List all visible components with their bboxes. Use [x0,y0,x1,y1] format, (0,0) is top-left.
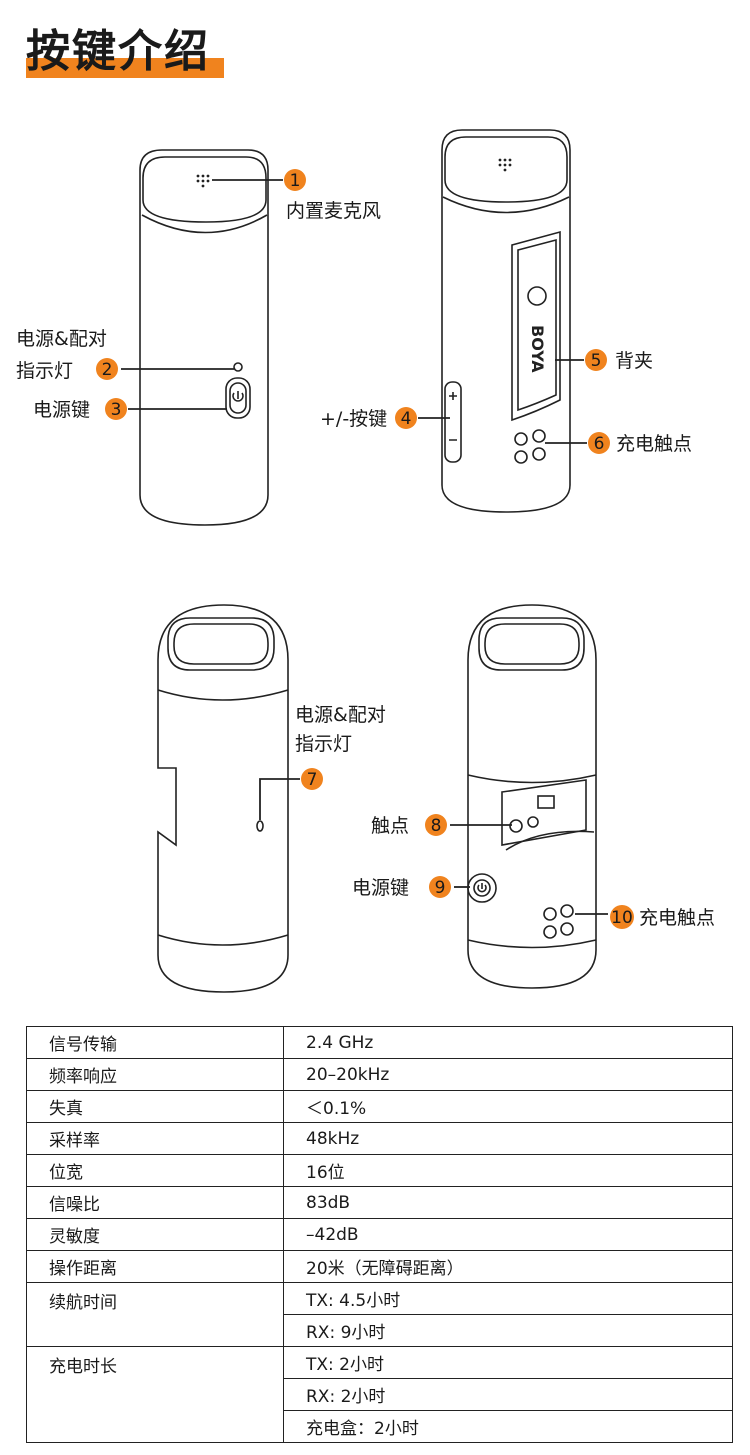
spec-value: 48kHz [283,1122,733,1155]
transmitter-front-drawing [139,149,269,526]
svg-text:触点: 触点 [371,815,409,837]
spec-value: ＜0.1% [283,1090,733,1123]
boya-logo: BOYA [527,286,547,373]
device-illustrations: BOYA [16,129,715,993]
callout-4: +/-按键 4 [320,407,417,430]
mic-holes-icon-1 [196,174,210,188]
spec-key: 充电时长 [26,1346,284,1443]
svg-text:电源键: 电源键 [33,399,90,421]
svg-text:3: 3 [111,400,122,420]
transmitter-back-drawing [441,129,571,513]
table-row: RX: 2小时 [27,1378,733,1411]
svg-text:充电触点: 充电触点 [639,907,715,929]
receiver-back-drawing [467,604,597,989]
callout-8: 触点 8 [371,814,447,837]
spec-key: 续航时间 [26,1282,284,1347]
callout-7: 电源&配对 指示灯 7 [295,704,386,790]
svg-text:指示灯: 指示灯 [16,360,73,382]
spec-key: 信号传输 [26,1026,284,1059]
page-title: 按键介绍 [26,26,210,77]
callout-10: 10 充电触点 [610,905,715,929]
leader-lines [121,179,608,915]
spec-value: TX: 4.5小时 [283,1282,733,1315]
spec-value: 20米（无障碍距离） [283,1250,733,1283]
svg-text:+/-按键: +/-按键 [320,408,387,430]
svg-text:4: 4 [401,409,412,429]
svg-text:充电触点: 充电触点 [616,433,692,455]
spec-key: 灵敏度 [26,1218,284,1251]
spec-value: 83dB [283,1186,733,1219]
callout-5: 5 背夹 [585,349,653,372]
spec-value: –42dB [283,1218,733,1251]
svg-text:电源&配对: 电源&配对 [295,704,386,726]
svg-text:背夹: 背夹 [615,350,653,372]
callout-1: 1 内置麦克风 [284,169,381,222]
spec-value: 2.4 GHz [283,1026,733,1059]
spec-key: 频率响应 [26,1058,284,1091]
svg-text:8: 8 [431,816,442,836]
svg-text:内置麦克风: 内置麦克风 [286,200,381,222]
svg-text:BOYA: BOYA [528,325,547,373]
spec-value: RX: 9小时 [283,1314,733,1347]
svg-text:电源键: 电源键 [352,877,409,899]
title-block: 按键介绍 [26,22,224,82]
spec-value: 充电盒：2小时 [283,1410,733,1443]
callout-3: 电源键 3 [33,398,127,421]
svg-text:5: 5 [591,351,602,371]
svg-text:7: 7 [307,770,318,790]
spec-key: 位宽 [26,1154,284,1187]
mic-holes-icon-2 [498,158,512,172]
svg-text:指示灯: 指示灯 [295,733,352,755]
callout-6: 6 充电触点 [588,432,692,455]
svg-text:9: 9 [435,878,446,898]
spec-key: 信噪比 [26,1186,284,1219]
svg-text:1: 1 [290,171,301,191]
spec-value: 16位 [283,1154,733,1187]
spec-key: 采样率 [26,1122,284,1155]
svg-text:2: 2 [102,360,113,380]
table-row: 灵敏度–42dB [26,1218,733,1251]
table-row: 充电盒：2小时 [27,1410,733,1443]
spec-key: 操作距离 [26,1250,284,1283]
receiver-side-drawing [157,604,289,993]
spec-value: 20–20kHz [283,1058,733,1091]
title-highlight [26,58,224,78]
svg-text:电源&配对: 电源&配对 [16,328,107,350]
spec-value: TX: 2小时 [283,1346,733,1379]
spec-value: RX: 2小时 [283,1378,733,1411]
svg-text:6: 6 [594,434,605,454]
svg-text:10: 10 [611,908,633,928]
spec-key: 失真 [26,1090,284,1123]
table-row: 失真＜0.1% [26,1090,733,1123]
callout-2: 电源&配对 指示灯 2 [16,328,118,382]
callout-9: 电源键 9 [352,876,451,899]
